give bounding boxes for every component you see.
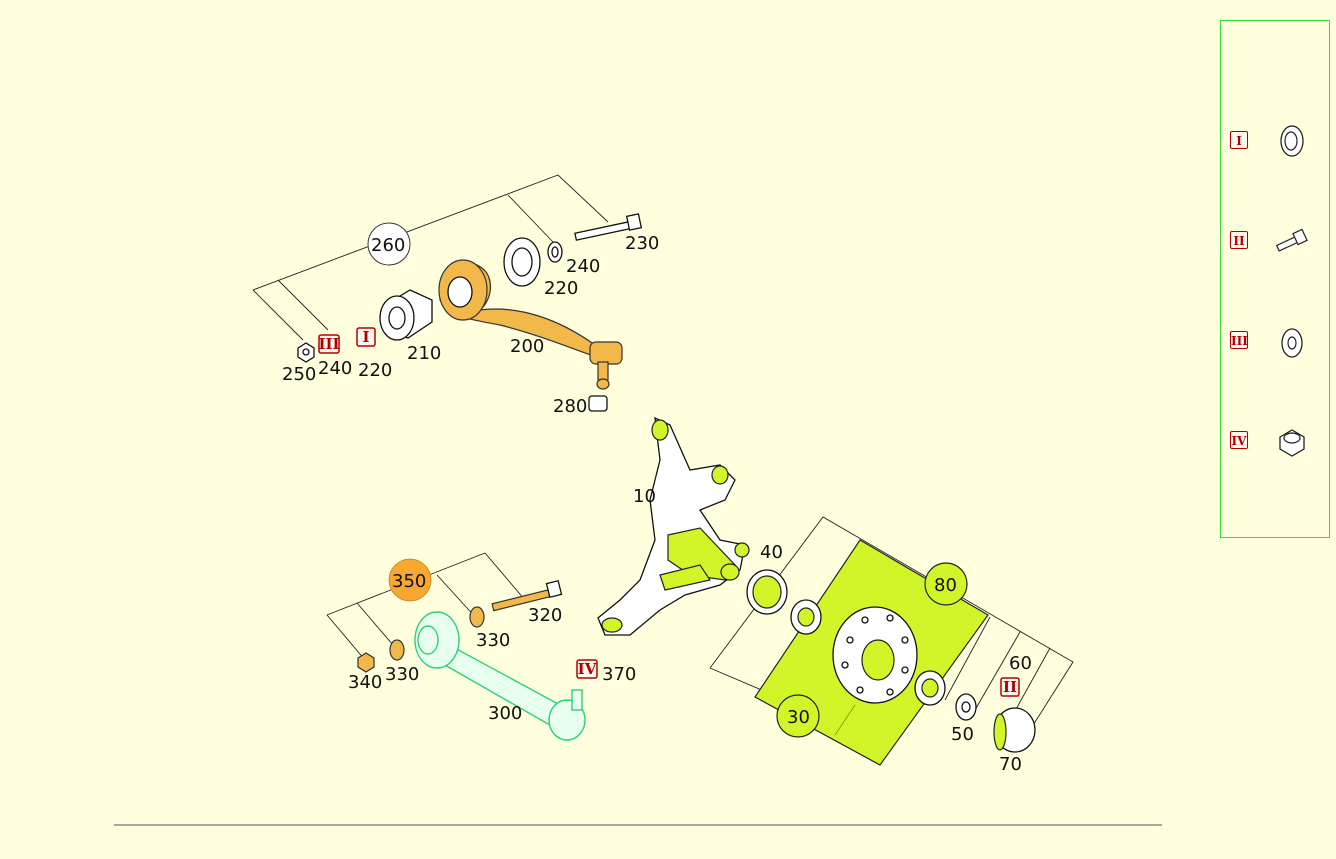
callout-250[interactable]: 250 (282, 364, 316, 385)
washer-330-upper[interactable] (469, 606, 485, 628)
bushing-ring-icon (1280, 125, 1304, 157)
svg-text:I: I (362, 328, 369, 346)
hub-group (709, 516, 1074, 766)
svg-text:III: III (318, 335, 339, 353)
legend-row-1[interactable]: I (1221, 121, 1331, 161)
svg-text:IV: IV (578, 660, 597, 678)
callout-30[interactable]: 30 (787, 707, 810, 728)
callout-330-upper[interactable]: 330 (476, 630, 510, 651)
legend-badge-1: I (1230, 131, 1248, 149)
bolt-icon (1275, 228, 1308, 252)
tie-rod-300[interactable] (414, 611, 586, 741)
marker-II-hub[interactable]: II (1000, 677, 1020, 697)
legend-panel: I II III IV (1220, 20, 1330, 538)
callout-40[interactable]: 40 (760, 542, 783, 563)
washer-240-top[interactable] (547, 241, 563, 263)
callout-350[interactable]: 350 (392, 571, 426, 592)
nut-250[interactable] (297, 342, 315, 363)
marker-I-upper-arm[interactable]: I (356, 327, 376, 347)
bolt-230[interactable] (574, 213, 643, 241)
bushing-220-top[interactable] (503, 237, 541, 287)
callout-50[interactable]: 50 (951, 724, 974, 745)
steering-knuckle-10[interactable] (597, 416, 750, 636)
callout-320[interactable]: 320 (528, 605, 562, 626)
bolt-320[interactable] (491, 579, 563, 612)
control-arm-200[interactable] (438, 259, 623, 390)
legend-badge-4: IV (1230, 431, 1248, 449)
callout-210[interactable]: 210 (407, 343, 441, 364)
callout-340[interactable]: 340 (348, 672, 382, 693)
roman-markers: I III IV II (318, 327, 1020, 697)
callout-280[interactable]: 280 (553, 396, 587, 417)
callout-labels: 10 30 40 50 60 70 80 200 210 220 220 230… (282, 233, 1032, 775)
seal-40[interactable] (746, 569, 788, 615)
legend-badge-2: II (1230, 231, 1248, 249)
callout-200[interactable]: 200 (510, 336, 544, 357)
legend-badge-3: III (1230, 331, 1248, 349)
marker-III-upper-arm[interactable]: III (318, 334, 340, 354)
callout-70[interactable]: 70 (999, 754, 1022, 775)
callout-240-top[interactable]: 240 (566, 256, 600, 277)
dust-cap-70[interactable] (993, 707, 1036, 753)
legend-row-3[interactable]: III (1221, 321, 1331, 361)
lower-link-group (326, 552, 586, 741)
callout-330-lower[interactable]: 330 (385, 664, 419, 685)
upper-arm-group (252, 174, 643, 412)
nut-280[interactable] (588, 395, 608, 412)
legend-row-2[interactable]: II (1221, 221, 1331, 261)
callout-260[interactable]: 260 (371, 235, 405, 256)
callout-240-left[interactable]: 240 (318, 358, 352, 379)
legend-row-4[interactable]: IV (1221, 421, 1331, 461)
wheel-hub-flange[interactable] (832, 606, 918, 704)
callout-60[interactable]: 60 (1009, 653, 1032, 674)
callout-80[interactable]: 80 (934, 575, 957, 596)
callout-300[interactable]: 300 (488, 703, 522, 724)
callout-370[interactable]: 370 (602, 664, 636, 685)
bushing-210[interactable] (379, 289, 433, 341)
callout-230[interactable]: 230 (625, 233, 659, 254)
washer-50[interactable] (955, 693, 977, 721)
svg-text:II: II (1003, 678, 1017, 696)
marker-IV-tie-rod[interactable]: IV (576, 659, 598, 679)
hub-nut-right[interactable] (914, 670, 946, 706)
callout-220-left[interactable]: 220 (358, 360, 392, 381)
callout-10[interactable]: 10 (633, 486, 656, 507)
callout-220-top[interactable]: 220 (544, 278, 578, 299)
nut-340[interactable] (357, 652, 375, 673)
washer-330-lower[interactable] (389, 639, 405, 661)
lock-nut-icon (1279, 429, 1305, 457)
hub-nut-left[interactable] (790, 599, 822, 635)
washer-icon (1281, 328, 1303, 358)
